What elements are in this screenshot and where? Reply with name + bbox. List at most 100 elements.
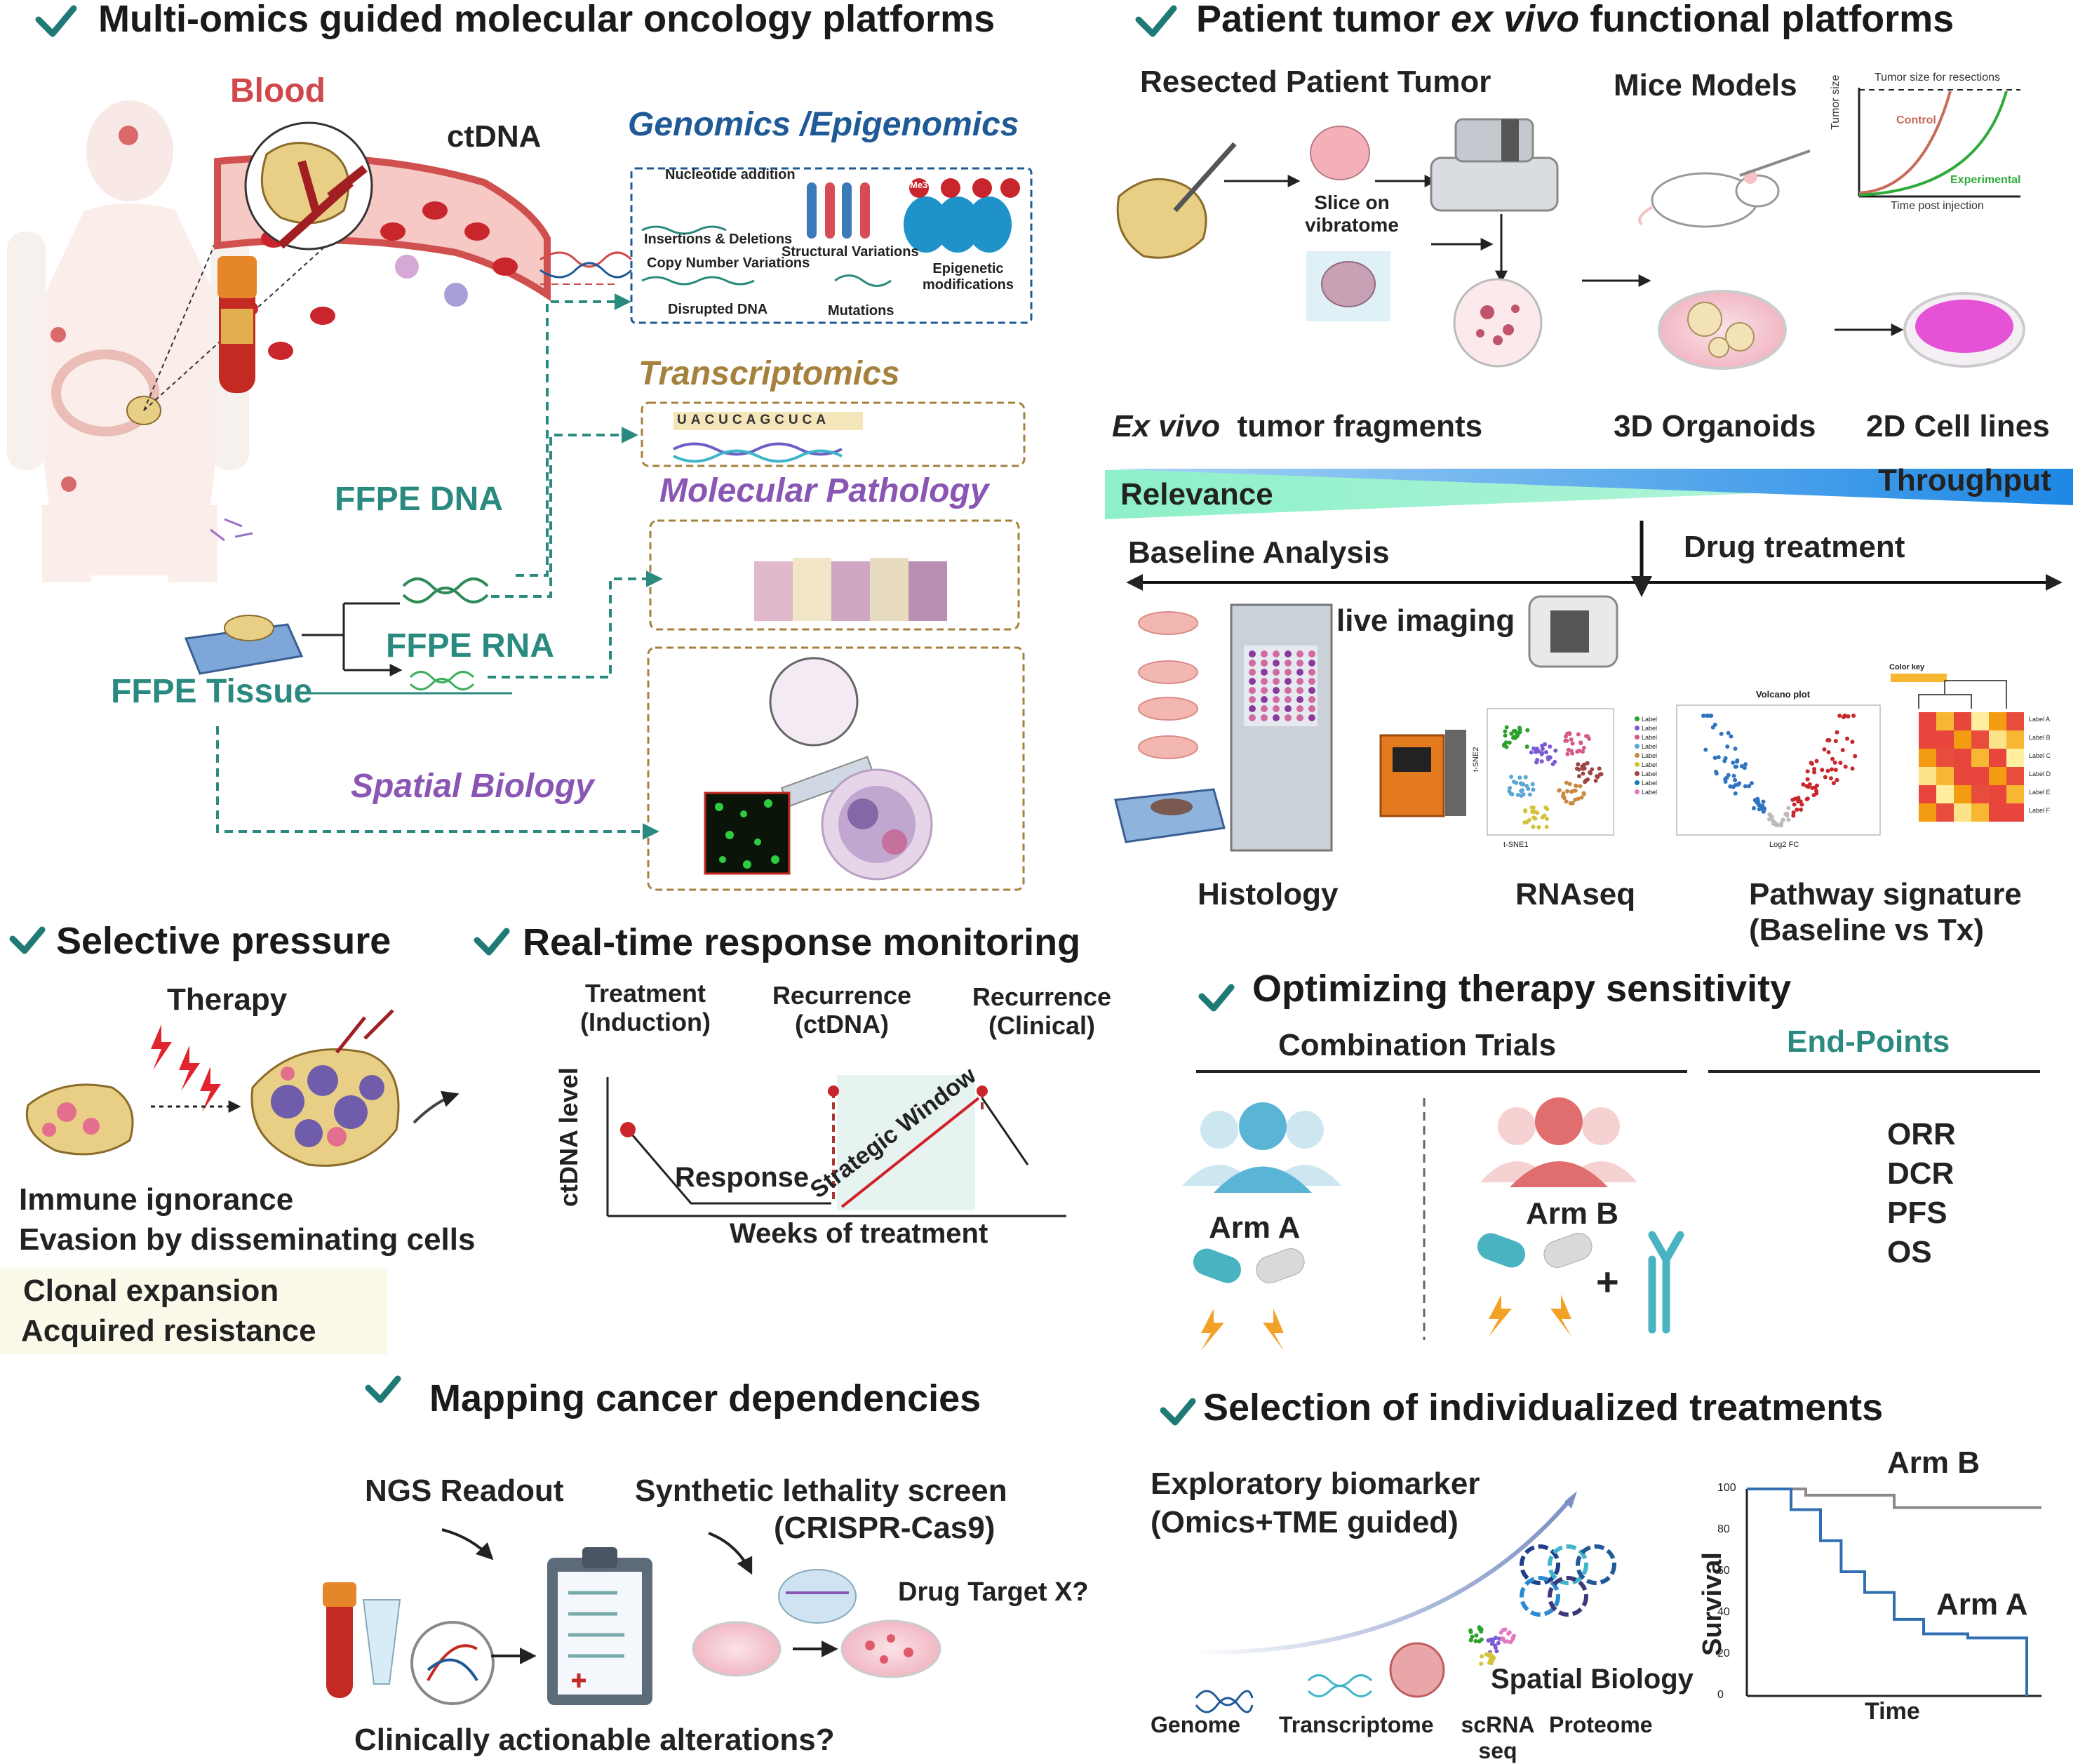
volcano-point <box>1751 806 1756 810</box>
volcano-point <box>1701 714 1706 718</box>
heatmap-icon <box>1891 674 2024 822</box>
immune-label: Immune ignorance <box>19 1182 294 1217</box>
tsne-point <box>1571 788 1576 793</box>
mutations-label: Mutations <box>828 303 894 319</box>
section-title-optimizing: Optimizing therapy sensitivity <box>1252 968 1792 1010</box>
proteome-label: Proteome <box>1549 1712 1653 1737</box>
scrna-point <box>1468 1629 1473 1634</box>
legend-text: Label <box>1642 752 1658 759</box>
tsne-point <box>1544 824 1549 829</box>
tsne-point <box>1524 744 1529 749</box>
recurrence-clinical-header: Recurrence(Clinical) <box>965 982 1119 1041</box>
volcano-title: Volcano plot <box>1756 689 1811 700</box>
volcano-point <box>1767 813 1772 817</box>
heatmap-cell <box>1954 767 1971 785</box>
tsne-frame <box>1487 708 1614 836</box>
tumor-slice-icon <box>1310 126 1370 180</box>
legend-text: Label <box>1642 789 1658 796</box>
heatmap-cell <box>1936 803 1954 822</box>
heatmap-cell <box>1989 767 2006 785</box>
volcano-point <box>1733 747 1738 751</box>
screen-dish-icon <box>692 1621 782 1677</box>
transcriptome-icon <box>1307 1674 1373 1697</box>
blood-label: Blood <box>230 72 326 109</box>
volcano-point <box>1786 817 1791 822</box>
tsne-legend-item: Label <box>1635 761 1657 768</box>
well-dot <box>1261 705 1268 712</box>
section-title-exvivo: Patient tumor ex vivo functional platfor… <box>1196 0 1954 41</box>
volcano-point <box>1799 807 1804 812</box>
volcano-point <box>1778 823 1783 828</box>
tsne-point <box>1595 775 1600 780</box>
check-icon <box>365 1375 401 1403</box>
antibody-icon <box>1648 1231 1684 1334</box>
heatmap-cell <box>1989 749 2006 767</box>
legend-text: Label <box>1642 780 1658 787</box>
heatmap-cell <box>2006 730 2024 749</box>
tsne-legend-item: Label <box>1635 734 1657 741</box>
well-dot <box>1308 705 1315 712</box>
well-dot <box>1285 650 1292 657</box>
volcano-point <box>1805 769 1810 774</box>
crispr-complex-icon <box>778 1569 857 1624</box>
ngs-readout-label: NGS Readout <box>365 1474 564 1508</box>
heatmap-cell <box>2006 785 2024 803</box>
well-dot <box>1285 660 1292 667</box>
tumor-size-chart <box>1858 88 2020 198</box>
heatmap-cell <box>1954 803 1971 822</box>
well-dot <box>1261 714 1268 721</box>
tsne-point <box>1530 782 1535 787</box>
tsne-point <box>1525 728 1530 733</box>
tsne-legend-item: Label <box>1635 752 1657 759</box>
tsne-point <box>1584 734 1589 739</box>
scrna-point <box>1508 1639 1513 1644</box>
tsne-point <box>1569 748 1574 753</box>
scrna-point <box>1479 1662 1484 1666</box>
survival-x-label: Time <box>1865 1698 1920 1725</box>
heatmap-cell <box>1954 785 1971 803</box>
volcano-point <box>1792 802 1797 807</box>
slice-in-medium-icon <box>1321 261 1376 307</box>
tsne-point <box>1581 749 1585 754</box>
scrna-point <box>1498 1630 1503 1635</box>
slice-line2: vibratome <box>1305 214 1399 236</box>
scrna-point <box>1511 1633 1516 1638</box>
heatmap-cell <box>1971 749 1989 767</box>
cell-icon <box>1389 1642 1445 1698</box>
well-dot <box>1308 678 1315 685</box>
tsne-legend-item: Label <box>1635 716 1657 723</box>
volcano-point <box>1725 744 1730 749</box>
recurrence-ctdna-line1: Recurrence <box>772 981 912 1010</box>
legend-swatch <box>1635 789 1640 794</box>
heatmap-row-label: Label A <box>2029 716 2051 723</box>
live-imaging-label: live imaging <box>1336 603 1515 638</box>
tsne-legend-item: Label <box>1635 780 1657 787</box>
volcano-point <box>1737 781 1742 786</box>
tsne-point <box>1597 766 1602 771</box>
tsne-point <box>1514 730 1519 735</box>
volcano-point <box>1851 714 1856 718</box>
volcano-point <box>1828 776 1833 781</box>
well-dot <box>1308 687 1315 694</box>
drug-target-label: Drug Target X? <box>898 1577 1089 1607</box>
volcano-point <box>1749 781 1754 786</box>
ctdna-label: ctDNA <box>447 119 542 154</box>
volcano-point <box>1845 736 1850 741</box>
tsne-point <box>1508 786 1513 791</box>
dna-magnifier-icon <box>410 1621 495 1705</box>
heatmap-cell <box>1971 767 1989 785</box>
endpoint-orr: ORR <box>1887 1117 1956 1151</box>
volcano-point <box>1714 769 1719 774</box>
endpoint-dcr: DCR <box>1887 1156 1954 1191</box>
volcano-point <box>1813 785 1818 790</box>
heatmap-cell <box>1919 730 1936 749</box>
induction-header: Treatment(Induction) <box>568 979 723 1037</box>
baseline-label: Baseline Analysis <box>1128 535 1390 570</box>
plus-label: + <box>1596 1259 1619 1304</box>
volcano-point <box>1822 747 1827 752</box>
combination-trials-label: Combination Trials <box>1278 1028 1557 1062</box>
clipboard-icon <box>547 1547 652 1705</box>
well-dot <box>1285 678 1292 685</box>
tsne-point <box>1579 795 1584 800</box>
